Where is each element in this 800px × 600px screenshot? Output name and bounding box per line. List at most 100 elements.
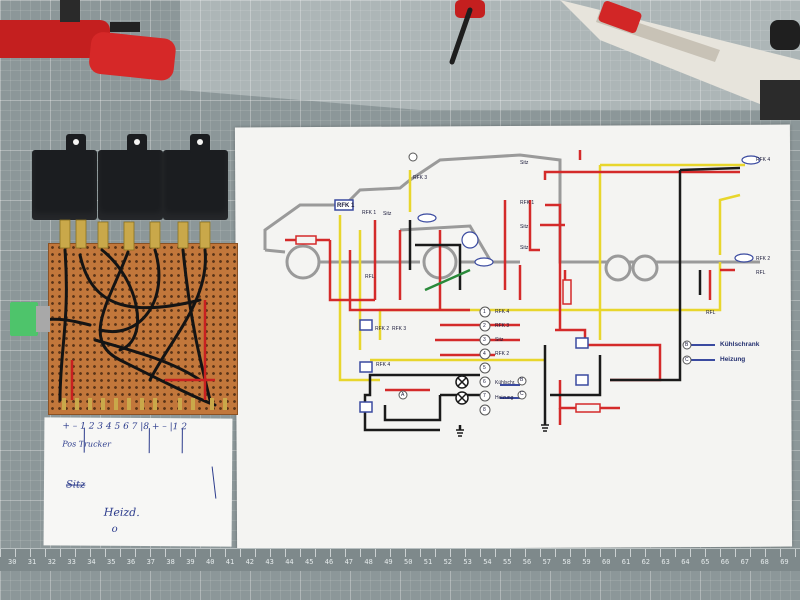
blue-wires <box>500 344 715 399</box>
ruler-number: 43 <box>265 558 274 566</box>
terminal-circles <box>398 152 692 416</box>
terminal-1: 1 <box>483 309 486 315</box>
yellow-wires <box>338 163 745 382</box>
ruler-number: 54 <box>483 558 492 566</box>
camera-icons <box>417 155 761 267</box>
ruler-number: 57 <box>542 558 552 566</box>
ruler-number: 69 <box>780 558 789 566</box>
ruler-ticks <box>0 549 800 557</box>
ruler-number: 31 <box>27 558 37 566</box>
label-rfl-left: RFL <box>365 274 375 280</box>
label-rfl-right: RFL <box>756 270 766 276</box>
board-wiring <box>10 134 227 410</box>
ruler-number: 47 <box>344 558 354 566</box>
label-rfk2-left: RFK 2 <box>375 326 390 332</box>
terminal-2-label: RFK 3 <box>495 323 510 329</box>
label-rfk3-right: RFK 3 <box>413 175 428 181</box>
ruler-number: 30 <box>8 558 17 566</box>
ruler-number: 44 <box>285 558 294 566</box>
terminal-2: 2 <box>483 323 486 329</box>
label-rfk1-top: RFK 1 <box>337 203 355 209</box>
ruler-number: 68 <box>760 558 769 566</box>
ruler-number: 64 <box>681 558 690 566</box>
pin-header <box>62 398 227 410</box>
note-strokes <box>83 427 217 499</box>
board-black-wires <box>38 248 217 407</box>
label-rfk1-right: RFK 1 <box>520 200 535 206</box>
terminal-7: 7 <box>483 393 486 399</box>
label-rfk-small: RFK 1 <box>362 210 377 216</box>
ground-symbols <box>456 424 549 437</box>
ruler-number: 40 <box>206 558 215 566</box>
label-sitz-top: Sitz <box>520 160 529 166</box>
terminal-5: 5 <box>483 365 486 371</box>
vehicle-outline <box>263 153 760 282</box>
terminal-1-label: RFK 4 <box>495 309 510 315</box>
board-red-wires <box>70 300 215 400</box>
ruler-number: 50 <box>404 558 413 566</box>
ruler-number: 56 <box>522 558 532 566</box>
spade-connectors <box>59 219 211 251</box>
ruler-number: 55 <box>503 558 512 566</box>
label-rfk3-left: RFK 3 <box>392 326 407 332</box>
terminal-3-label: Sitz <box>495 337 504 343</box>
red-pen-left <box>0 0 176 81</box>
terminal-4-label: RFK 2 <box>495 351 510 357</box>
terminal-6: 6 <box>483 379 486 385</box>
legend-b-letter: B <box>685 342 689 348</box>
label-c-inline: C <box>520 391 524 397</box>
ruler-number: 34 <box>87 558 96 566</box>
ruler-number: 38 <box>166 558 175 566</box>
ruler-number: 61 <box>621 558 631 566</box>
ruler-number: 62 <box>641 558 651 566</box>
blade-fuse <box>10 302 50 336</box>
ruler-number: 33 <box>67 558 76 566</box>
terminal-8: 8 <box>483 407 486 413</box>
label-sitz-cab: Sitz <box>383 211 392 217</box>
ruler-number: 41 <box>225 558 235 566</box>
ruler-number: 58 <box>562 558 571 566</box>
terminal-7-label: Heizung <box>495 395 514 401</box>
ruler-number: 51 <box>423 558 433 566</box>
label-sitz-mid: Sitz <box>520 224 529 230</box>
relay-tab-holes <box>73 139 203 145</box>
cutter-right <box>560 0 800 120</box>
relay-2 <box>98 150 163 220</box>
label-rfk4-left: RFK 4 <box>376 362 391 368</box>
legend-c-letter: C <box>685 357 689 363</box>
fuses <box>295 235 601 413</box>
ruler-number: 37 <box>146 558 156 566</box>
label-sitz-right: Sitz <box>520 245 529 251</box>
ruler-number: 42 <box>245 558 255 566</box>
ruler-number: 32 <box>47 558 57 566</box>
lamp-symbols <box>455 375 469 405</box>
ruler-number: 53 <box>463 558 472 566</box>
relay-1 <box>32 150 97 220</box>
ruler-number: 46 <box>324 558 334 566</box>
ruler-number: 65 <box>701 558 710 566</box>
wiring-diagram <box>263 150 761 437</box>
hobby-knife <box>449 0 485 65</box>
label-rfk2-right: RFK 2 <box>756 256 771 262</box>
ruler-number: 66 <box>720 558 730 566</box>
ruler-number: 63 <box>661 558 670 566</box>
ruler-number: 60 <box>602 558 611 566</box>
ruler-number: 48 <box>364 558 373 566</box>
terminal-4: 4 <box>483 351 486 357</box>
ruler-number: 67 <box>740 558 750 566</box>
green-wire <box>424 268 471 292</box>
ruler-number: 35 <box>107 558 116 566</box>
legend-kuehlschrank: Kühlschrank <box>720 341 760 348</box>
terminal-3: 3 <box>483 337 486 343</box>
label-b-inline: B <box>520 377 524 383</box>
ruler-number: 49 <box>384 558 393 566</box>
ruler-number: 59 <box>582 558 591 566</box>
ruler-number: 39 <box>186 558 195 566</box>
legend-heizung: Heizung <box>720 356 746 363</box>
handwritten-note: + – 1 2 3 4 5 6 7 |8 + – |1 2 Pos Trucke… <box>43 417 233 547</box>
tools-top <box>0 0 800 120</box>
label-letter-a: A <box>401 392 405 398</box>
label-rfl-bottom: RFL <box>706 310 716 316</box>
ruler-number: 52 <box>443 558 453 566</box>
